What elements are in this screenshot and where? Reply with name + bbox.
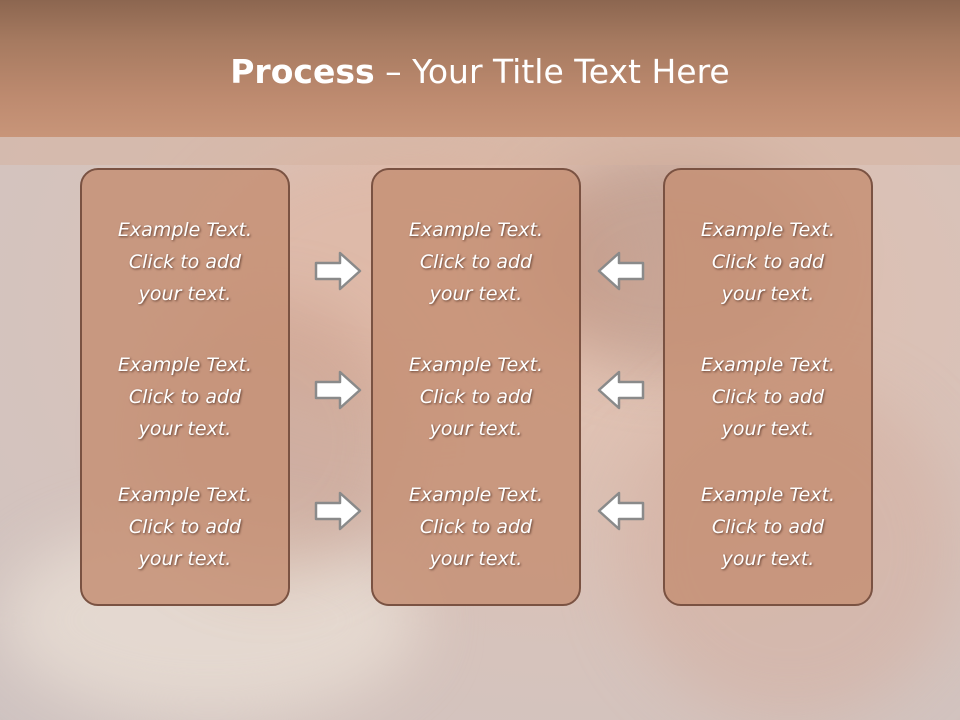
text-line: Example Text. xyxy=(700,484,836,506)
text-line: your text. xyxy=(721,418,815,440)
text-block[interactable]: Example Text. Click to add your text. xyxy=(665,349,871,445)
process-box-right[interactable]: Example Text. Click to add your text. Ex… xyxy=(663,168,873,606)
arrow-left-icon xyxy=(597,491,645,531)
text-line: Example Text. xyxy=(700,219,836,241)
text-line: Example Text. xyxy=(408,484,544,506)
arrow-right-icon xyxy=(314,370,362,410)
arrow-right-icon xyxy=(314,491,362,531)
arrow-right-icon xyxy=(314,251,362,291)
text-line: your text. xyxy=(721,283,815,305)
text-line: Click to add xyxy=(711,386,825,408)
text-line: Example Text. xyxy=(117,484,253,506)
text-block[interactable]: Example Text. Click to add your text. xyxy=(373,479,579,575)
text-line: Example Text. xyxy=(408,354,544,376)
text-line: Click to add xyxy=(711,516,825,538)
title-band xyxy=(0,137,960,165)
text-block[interactable]: Example Text. Click to add your text. xyxy=(373,214,579,310)
text-line: Click to add xyxy=(711,251,825,273)
slide-title[interactable]: Process – Your Title Text Here xyxy=(0,52,960,91)
text-block[interactable]: Example Text. Click to add your text. xyxy=(665,214,871,310)
process-box-left[interactable]: Example Text. Click to add your text. Ex… xyxy=(80,168,290,606)
text-block[interactable]: Example Text. Click to add your text. xyxy=(82,479,288,575)
text-line: Click to add xyxy=(128,251,242,273)
text-line: your text. xyxy=(138,548,232,570)
text-line: Example Text. xyxy=(117,354,253,376)
text-line: Click to add xyxy=(419,516,533,538)
text-line: your text. xyxy=(429,283,523,305)
text-line: your text. xyxy=(429,548,523,570)
text-block[interactable]: Example Text. Click to add your text. xyxy=(665,479,871,575)
title-rest: – Your Title Text Here xyxy=(374,52,730,91)
text-line: Example Text. xyxy=(117,219,253,241)
text-block[interactable]: Example Text. Click to add your text. xyxy=(82,214,288,310)
arrow-left-icon xyxy=(597,370,645,410)
arrow-left-icon xyxy=(597,251,645,291)
text-line: Click to add xyxy=(128,386,242,408)
text-line: Example Text. xyxy=(408,219,544,241)
text-block[interactable]: Example Text. Click to add your text. xyxy=(82,349,288,445)
text-line: your text. xyxy=(138,283,232,305)
text-line: Example Text. xyxy=(700,354,836,376)
text-line: your text. xyxy=(721,548,815,570)
text-block[interactable]: Example Text. Click to add your text. xyxy=(373,349,579,445)
title-bar xyxy=(0,0,960,137)
text-line: your text. xyxy=(138,418,232,440)
text-line: Click to add xyxy=(419,386,533,408)
text-line: Click to add xyxy=(128,516,242,538)
process-box-center[interactable]: Example Text. Click to add your text. Ex… xyxy=(371,168,581,606)
title-bold: Process xyxy=(230,52,375,91)
text-line: Click to add xyxy=(419,251,533,273)
text-line: your text. xyxy=(429,418,523,440)
